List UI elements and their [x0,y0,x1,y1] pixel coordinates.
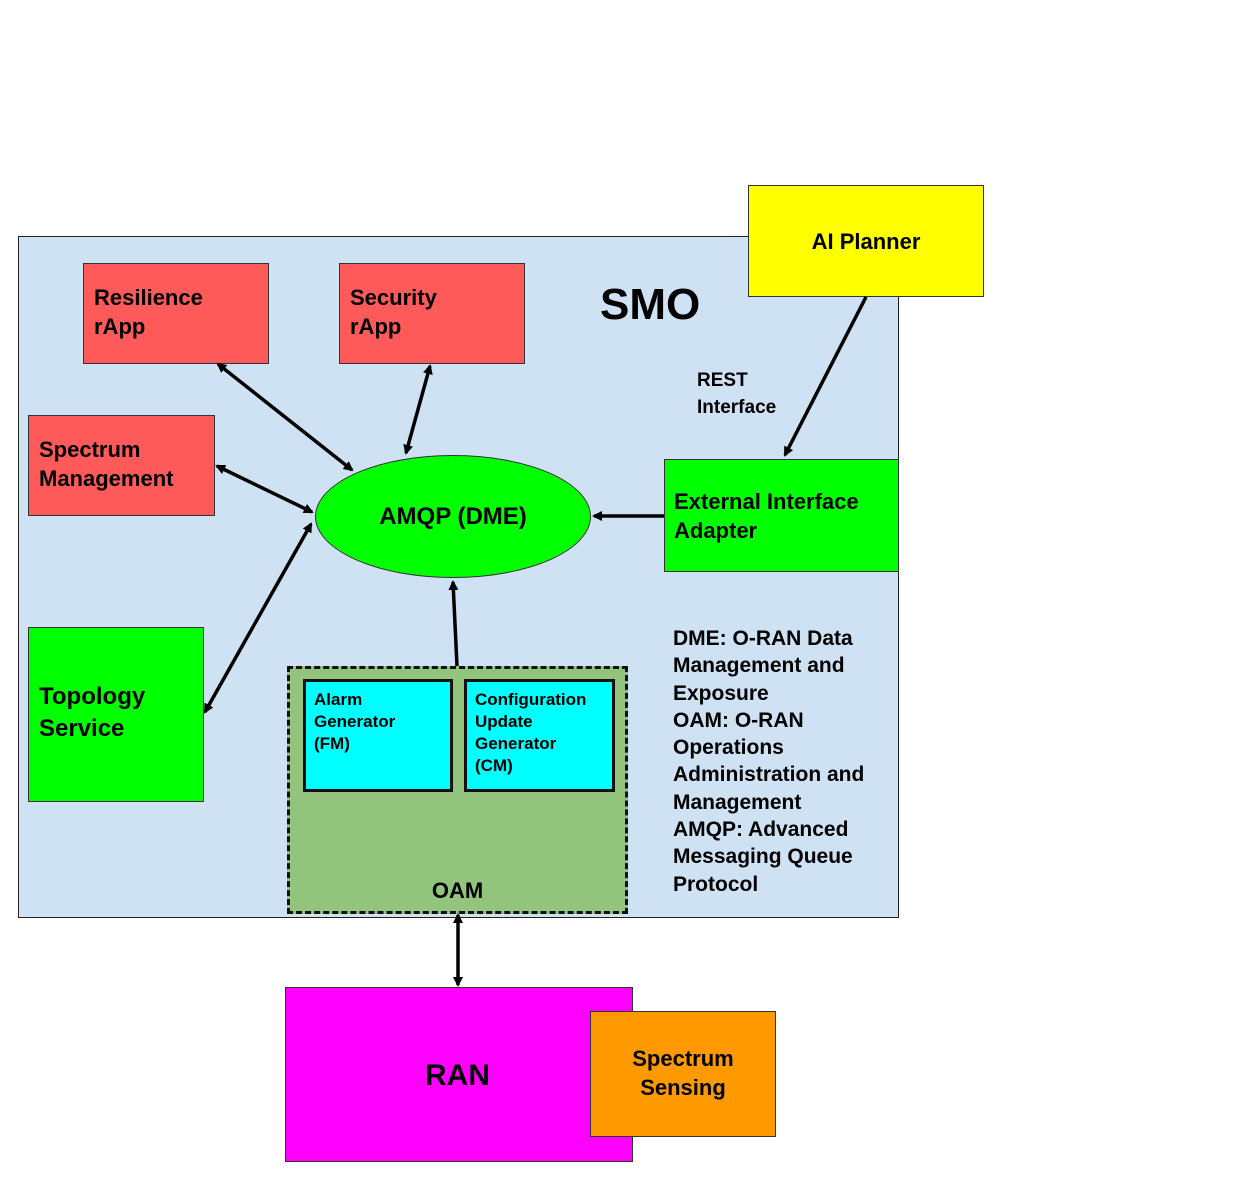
legend-text: DME: O-RAN Data Management and Exposure … [673,627,865,896]
resilience-rapp-box[interactable]: Resilience rApp [83,263,269,364]
arrow-spectrum-amqp [215,464,314,514]
arrow-security-amqp [403,364,433,455]
spectrum-management-label: Spectrum Management [39,437,174,491]
ai-planner-box[interactable]: AI Planner [748,185,984,297]
configuration-update-generator-label: Configuration Update Generator (CM) [475,690,587,776]
spectrum-sensing-box[interactable]: Spectrum Sensing [590,1011,776,1137]
arrow-resilience-amqp [216,362,354,472]
alarm-generator-box[interactable]: Alarm Generator (FM) [303,679,453,792]
external-interface-adapter-label: External Interface Adapter [674,489,859,543]
security-rapp-label: Security rApp [350,285,437,339]
amqp-dme-label: AMQP (DME) [379,502,527,530]
arrow-aiplanner-adapter [783,296,868,457]
smo-title: SMO [600,280,701,329]
arrow-oam-amqp [448,580,459,667]
arrow-topology-amqp [203,522,313,714]
spectrum-sensing-label: Spectrum Sensing [632,1046,734,1100]
ran-box[interactable]: RAN [285,987,633,1162]
resilience-rapp-label: Resilience rApp [94,285,203,339]
ai-planner-label: AI Planner [811,229,921,254]
rest-interface-label: REST Interface [697,370,777,418]
ran-label: RAN [425,1059,490,1092]
spectrum-management-box[interactable]: Spectrum Management [28,415,215,516]
amqp-dme-node[interactable]: AMQP (DME) [315,455,591,578]
configuration-update-generator-box[interactable]: Configuration Update Generator (CM) [464,679,615,792]
oam-label: OAM [431,878,484,903]
topology-service-label: Topology Service [39,683,146,743]
topology-service-box[interactable]: Topology Service [28,627,204,802]
alarm-generator-label: Alarm Generator (FM) [314,690,396,754]
external-interface-adapter-box[interactable]: External Interface Adapter [664,459,899,572]
security-rapp-box[interactable]: Security rApp [339,263,525,364]
